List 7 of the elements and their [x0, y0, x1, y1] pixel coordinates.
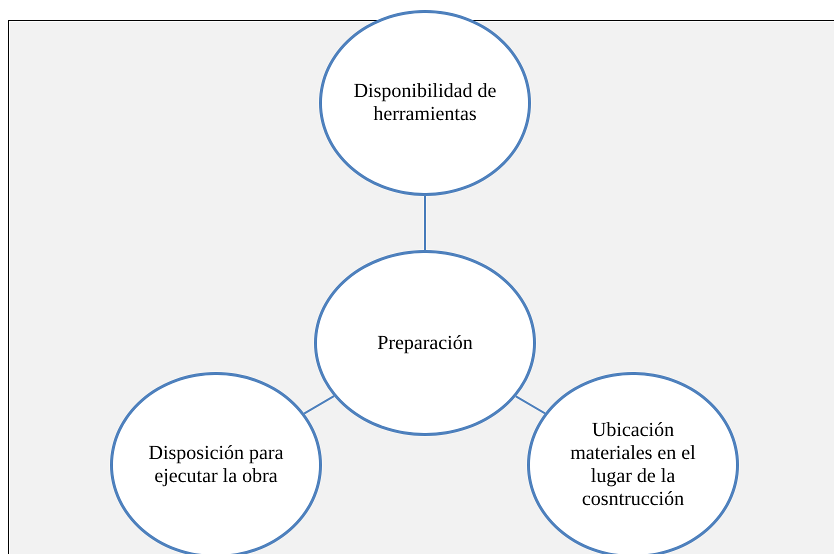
node-label: Preparación — [376, 332, 474, 354]
connector-line — [515, 395, 546, 414]
node-label: Ubicación materiales en el lugar de la cosntrucción — [569, 419, 697, 511]
connector-line — [424, 196, 426, 250]
node-label: Disposición para ejecutar la obra — [148, 442, 284, 488]
connector-line — [304, 395, 334, 414]
node-label: Disponibilidad de herramientas — [352, 80, 498, 126]
